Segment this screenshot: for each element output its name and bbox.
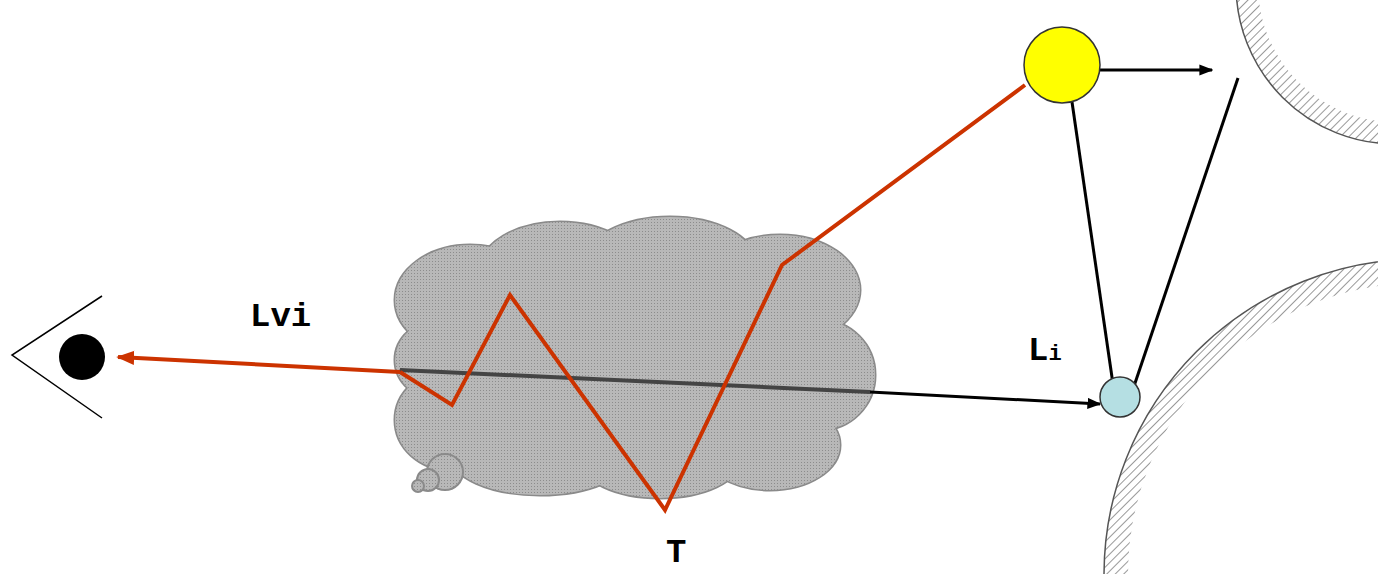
scatter-path	[400, 85, 1025, 510]
surface-point	[1100, 377, 1140, 417]
surface-lower	[1104, 259, 1378, 574]
light-ray	[1130, 78, 1238, 398]
label-text: Li	[1028, 334, 1062, 368]
label-text: T	[666, 536, 686, 570]
light-ray	[1072, 102, 1115, 398]
light-ray	[1100, 69, 1212, 72]
light-source	[1024, 27, 1100, 103]
surface-upper	[1236, 0, 1378, 144]
view-ray	[870, 392, 1100, 404]
label-text: Lvi	[250, 300, 311, 334]
eye	[12, 296, 105, 418]
scatter-path	[118, 357, 400, 372]
cloud-medium	[395, 217, 875, 498]
